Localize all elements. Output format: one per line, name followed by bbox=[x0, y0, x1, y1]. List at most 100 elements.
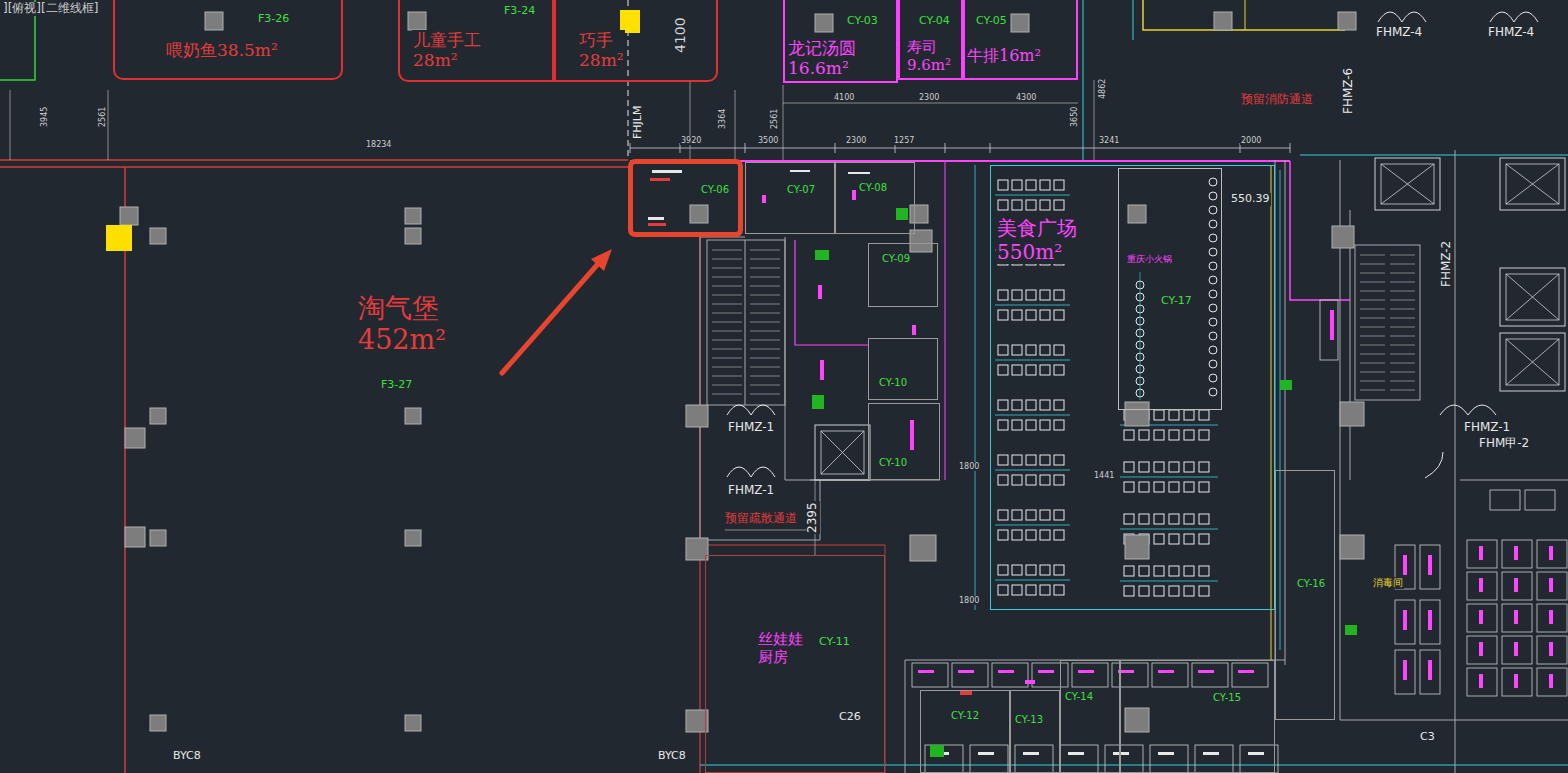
room-text: CY-17 bbox=[1160, 294, 1193, 307]
rotated-label: 3650 bbox=[1070, 106, 1079, 128]
counter bbox=[1152, 663, 1188, 687]
stair bbox=[1355, 245, 1420, 400]
equipment bbox=[1023, 752, 1039, 755]
wall-line bbox=[705, 545, 885, 546]
wall-line bbox=[1360, 309, 1385, 310]
room-box: CY-08 bbox=[835, 162, 915, 234]
seat bbox=[1026, 345, 1036, 355]
seat bbox=[1026, 310, 1036, 320]
counter bbox=[1420, 650, 1440, 694]
seat bbox=[1026, 400, 1036, 410]
elevator bbox=[1506, 274, 1559, 320]
water-point bbox=[1345, 625, 1357, 635]
room-text: 喂奶鱼38.5m² bbox=[165, 40, 279, 60]
seat bbox=[1012, 180, 1022, 190]
wall-line bbox=[750, 286, 780, 287]
rotated-label: 2561 bbox=[770, 108, 779, 130]
wall-line bbox=[750, 376, 780, 377]
seat bbox=[1199, 410, 1209, 420]
wall-line bbox=[712, 385, 742, 386]
column bbox=[910, 535, 936, 561]
equipment bbox=[1113, 752, 1129, 755]
rotated-label: FHMZ-6 bbox=[1342, 67, 1356, 115]
seat bbox=[1054, 455, 1064, 465]
equipment bbox=[1514, 674, 1518, 688]
wall-line bbox=[1360, 300, 1385, 301]
wall-line bbox=[700, 540, 820, 541]
room-text: CY-09 bbox=[881, 253, 911, 265]
plan-label: 消毒间 bbox=[1372, 577, 1404, 589]
stool bbox=[1209, 248, 1217, 256]
wall-line bbox=[690, 80, 691, 160]
stool bbox=[1209, 318, 1217, 326]
equipment bbox=[1248, 752, 1264, 755]
seat bbox=[1199, 514, 1209, 524]
wall-line bbox=[1390, 300, 1415, 301]
wall-line bbox=[1360, 390, 1385, 391]
room-text: CY-16 bbox=[1296, 578, 1326, 590]
plan-label: FHMZ-1 bbox=[727, 484, 775, 498]
seat bbox=[1184, 534, 1194, 544]
room-box: CY-10 bbox=[868, 338, 938, 400]
plan-label: C3 bbox=[1419, 731, 1436, 744]
column bbox=[150, 530, 166, 546]
wall-line bbox=[1245, 0, 1246, 30]
equipment bbox=[1403, 555, 1407, 575]
wall-line bbox=[1381, 164, 1434, 204]
elevator bbox=[1375, 158, 1440, 210]
room-text: CY-07 bbox=[786, 184, 816, 196]
wall-line bbox=[700, 237, 701, 540]
seat bbox=[1169, 462, 1179, 472]
stool bbox=[1209, 360, 1217, 368]
rotated-label: FHMZ-2 bbox=[1440, 240, 1454, 288]
wall-line bbox=[1285, 160, 1286, 665]
equipment bbox=[1514, 642, 1518, 656]
seat bbox=[1012, 200, 1022, 210]
wall-line bbox=[995, 195, 1070, 196]
equipment bbox=[978, 752, 994, 755]
callout-arrow bbox=[502, 265, 597, 373]
room-box: CY-10 bbox=[868, 403, 940, 480]
wall-line bbox=[124, 167, 126, 773]
seat bbox=[1040, 365, 1050, 375]
wall-line bbox=[835, 143, 836, 153]
wall-line bbox=[1271, 165, 1272, 660]
seat bbox=[1012, 455, 1022, 465]
wall-line bbox=[1390, 309, 1415, 310]
elevator bbox=[815, 425, 870, 480]
plan-label: BYC8 bbox=[657, 750, 687, 763]
wall-line bbox=[1390, 372, 1415, 373]
room-box: F3-26喂奶鱼38.5m² bbox=[113, 0, 343, 80]
wall-line bbox=[1360, 345, 1385, 346]
wall-line bbox=[750, 259, 780, 260]
equipment bbox=[1514, 546, 1518, 560]
wall-line bbox=[995, 360, 1070, 361]
plan-label: 550.39 bbox=[1230, 193, 1271, 206]
wall-line bbox=[1460, 480, 1568, 481]
stool bbox=[1209, 192, 1217, 200]
room-text: CY-06 bbox=[700, 184, 730, 196]
wall-line bbox=[1280, 170, 1281, 650]
counter bbox=[1320, 300, 1338, 360]
plan-label: 2000 bbox=[1240, 136, 1262, 145]
wall-line bbox=[712, 268, 742, 269]
equipment bbox=[1078, 670, 1094, 673]
wall-line bbox=[1360, 354, 1385, 355]
door-arc bbox=[1490, 12, 1538, 22]
wall-line bbox=[783, 85, 784, 160]
room-box: CY-06 bbox=[628, 159, 743, 237]
plan-label: C26 bbox=[838, 711, 862, 724]
seat bbox=[1124, 430, 1134, 440]
wall-line bbox=[945, 160, 946, 480]
counter bbox=[952, 663, 988, 687]
column bbox=[686, 405, 708, 427]
fitting bbox=[1025, 680, 1035, 684]
seat bbox=[1169, 534, 1179, 544]
seat bbox=[1124, 566, 1134, 576]
room-box: F3-24儿童手工 28m² bbox=[398, 0, 554, 82]
counter bbox=[992, 663, 1028, 687]
wall-line bbox=[750, 295, 780, 296]
seat bbox=[998, 365, 1008, 375]
room-box: CY-12 bbox=[920, 690, 1010, 773]
